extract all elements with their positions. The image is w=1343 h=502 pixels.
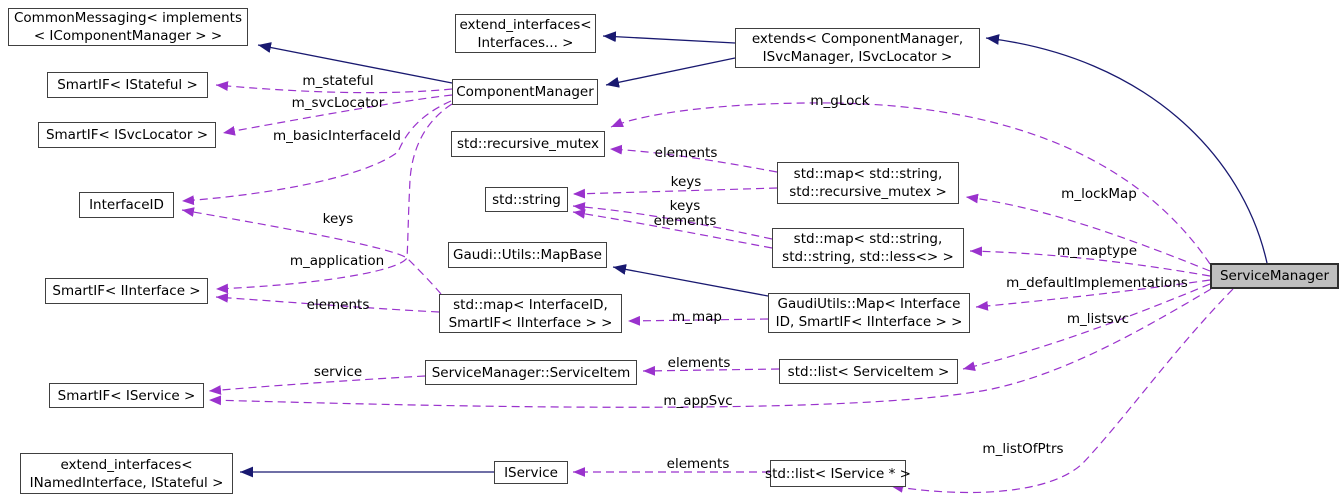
node-std-map-interfaceid[interactable]: std::map< InterfaceID, SmartIF< IInterfa… [439,294,622,333]
node-std-recursive-mutex[interactable]: std::recursive_mutex [451,131,605,157]
edge-label-elements-mutex: elements [654,145,718,161]
edge-label-elements-serviceitem: elements [667,355,731,371]
node-label: extends< ComponentManager, [751,31,964,47]
node-label: SmartIF< IInterface > > [448,314,613,331]
node-label: ISvcManager, ISvcLocator > [762,49,953,65]
edge-label-elements-string: elements [653,213,717,229]
node-label: Gaudi::Utils::MapBase [453,247,602,263]
node-label: std::map< InterfaceID, [453,296,608,313]
edge-use-m-listsvc [962,283,1211,371]
edge-inherit-gaudiutilsmap-mapbase [612,264,769,297]
node-label: SmartIF< ISvcLocator > [45,127,209,143]
node-label: ID, SmartIF< IInterface > > [775,314,963,330]
node-label: < IComponentManager > > [33,28,223,44]
node-label: ServiceManager::ServiceItem [431,364,631,381]
edge-inherit-servicemanager-extends [985,34,1268,264]
edge-inherit-extends-componentmanager [605,57,736,88]
edge-use-elements-mutex [609,144,778,173]
node-label: std::recursive_mutex > [789,184,947,200]
edge-use-m-map [627,315,769,326]
edge-label-m-lockmap: m_lockMap [1061,186,1137,202]
edge-use-m-svclocator [222,94,453,136]
node-label: extend_interfaces< [60,456,193,473]
edge-label-keys-interfaceid: keys [322,211,354,227]
edge-label-elements-iservice: elements [666,456,730,472]
edge-use-keys-interfaceid [181,207,442,295]
node-label: SmartIF< IInterface > [52,283,201,299]
edge-use-m-listofptrs [890,288,1234,494]
node-iservice[interactable]: IService [494,461,568,484]
edge-inherit-extends-extendinterfaces [602,31,736,44]
node-label: std::map< std::string, [793,166,943,182]
node-label: CommonMessaging< implements [13,10,242,26]
node-servicemanager: ServiceManager [1210,263,1339,289]
edge-label-m-map: m_map [672,309,722,325]
node-std-string[interactable]: std::string [485,187,568,212]
node-smartif-istateful[interactable]: SmartIF< IStateful > [47,72,208,98]
node-label: ComponentManager [456,84,594,100]
node-label: std::string [492,191,561,208]
node-interfaceid[interactable]: InterfaceID [79,192,174,218]
node-std-map-string-string[interactable]: std::map< std::string, std::string, std:… [772,228,964,268]
edge-label-m-basicinterfaceid: m_basicInterfaceId [273,128,401,144]
node-smartif-isvclocator[interactable]: SmartIF< ISvcLocator > [38,122,216,148]
edge-inherit-componentmanager-commonmessaging [257,42,453,84]
node-std-map-string-mutex[interactable]: std::map< std::string, std::recursive_mu… [777,162,959,204]
node-label: InterfaceID [89,197,164,213]
node-label: std::map< std::string, [793,231,943,247]
edge-label-m-maptype: m_maptype [1056,243,1138,259]
node-label: ServiceManager [1219,268,1330,284]
edge-label-m-listsvc: m_listsvc [1066,311,1130,327]
node-std-list-iservice-ptr[interactable]: std::list< IService * > [765,460,911,487]
node-smartif-iservice[interactable]: SmartIF< IService > [49,383,204,408]
edge-label-keys-string-top: keys [670,174,702,190]
node-label: std::recursive_mutex [457,136,599,152]
node-label: Interfaces... > [477,34,574,51]
node-gaudi-utils-mapbase[interactable]: Gaudi::Utils::MapBase [448,242,607,268]
edge-use-m-appsvc [208,288,1212,408]
node-label: std::list< IService * > [765,465,911,482]
edge-label-m-listofptrs: m_listOfPtrs [982,441,1064,457]
node-extend-interfaces-interfaces[interactable]: extend_interfaces< Interfaces... > [455,14,596,53]
node-label: SmartIF< IStateful > [57,77,198,93]
node-label: std::string, std::less<> > [782,249,954,265]
node-label: INamedInterface, IStateful > [29,474,224,491]
edge-label-elements-iinterface: elements [306,297,370,313]
node-label: std::list< ServiceItem > [787,363,950,380]
edge-use-m-defaultimplementations [975,279,1211,311]
node-extend-interfaces-inamedinterface[interactable]: extend_interfaces< INamedInterface, ISta… [20,453,233,494]
node-gaudiutils-map[interactable]: GaudiUtils::Map< Interface ID, SmartIF< … [768,293,970,333]
node-label: extend_interfaces< [459,16,592,33]
node-componentmanager[interactable]: ComponentManager [452,79,598,105]
edge-label-service: service [313,364,363,380]
edge-use-m-basicinterfaceid [181,100,452,206]
node-smartif-iinterface[interactable]: SmartIF< IInterface > [45,278,208,304]
edge-label-m-appsvc: m_appSvc [663,393,733,409]
edge-label-m-stateful: m_stateful [302,73,374,89]
edge-use-m-application [215,103,453,294]
edge-use-m-lockmap [965,193,1211,272]
edge-label-m-defaultimplementations: m_defaultImplementations [1006,275,1188,291]
edge-use-service [208,375,426,395]
node-common-messaging[interactable]: CommonMessaging< implements < IComponent… [8,8,248,46]
node-label: SmartIF< IService > [57,387,196,404]
node-extends[interactable]: extends< ComponentManager, ISvcManager, … [735,28,980,68]
edge-use-elements-serviceitem [642,365,780,376]
node-servicemanager-serviceitem[interactable]: ServiceManager::ServiceItem [425,360,637,385]
edge-label-m-svclocator: m_svcLocator [291,95,385,111]
node-label: GaudiUtils::Map< Interface [777,296,961,312]
edge-use-m-stateful [215,81,453,94]
node-std-list-serviceitem[interactable]: std::list< ServiceItem > [779,359,958,384]
edge-label-m-application: m_application [289,253,385,269]
node-label: IService [504,464,558,481]
edge-label-m-glock: m_gLock [810,93,870,109]
edge-use-m-glock [610,102,1211,265]
edge-label-keys-string-bottom: keys [669,198,701,214]
edge-use-m-maptype [969,246,1211,277]
